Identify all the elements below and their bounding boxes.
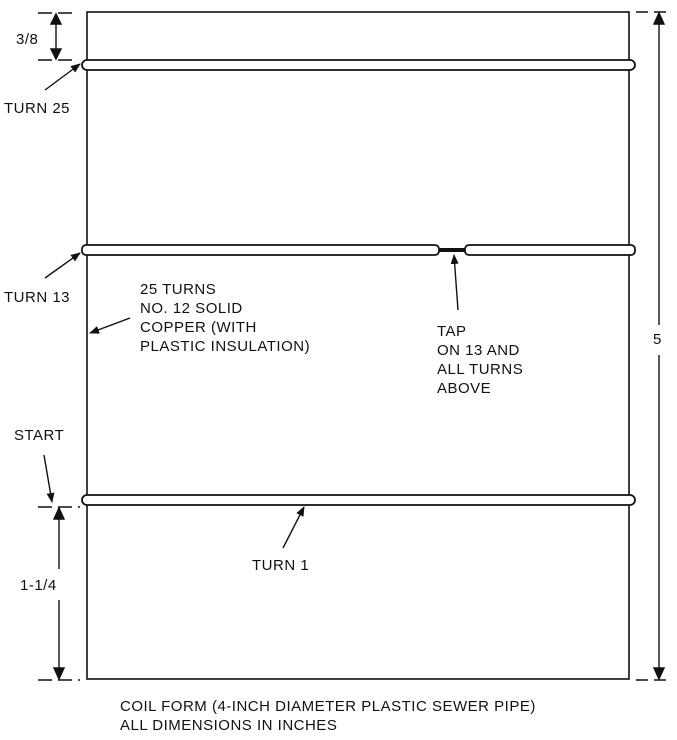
dimension-top-gap-label: 3/8 xyxy=(16,31,39,48)
turn13-leader xyxy=(44,252,81,279)
turn1-leader xyxy=(282,506,305,549)
tap-leader xyxy=(450,254,459,311)
tap-line3: ALL TURNS xyxy=(437,361,524,378)
wire-spec-line1: 25 TURNS xyxy=(140,281,217,298)
wire-spec-line2: NO. 12 SOLID xyxy=(140,300,243,317)
tap-line2: ON 13 AND xyxy=(437,342,520,359)
dimension-bottom-gap-label: 1-1/4 xyxy=(20,577,57,594)
wire-leader xyxy=(89,317,131,334)
tap-line1: TAP xyxy=(437,323,467,340)
wire-spec-line4: PLASTIC INSULATION) xyxy=(140,338,311,355)
dimension-bottom-gap xyxy=(38,506,80,681)
dimension-total-height-label: 5 xyxy=(653,331,662,348)
coil-form-pipe xyxy=(86,11,630,680)
wire-turn-1 xyxy=(81,494,636,506)
wire-turn-13 xyxy=(81,244,636,256)
wire-spec-line3: COPPER (WITH xyxy=(140,319,257,336)
caption-line1: COIL FORM (4-INCH DIAMETER PLASTIC SEWER… xyxy=(120,698,536,715)
tap-label: TAP ON 13 AND ALL TURNS ABOVE xyxy=(437,322,523,398)
dimension-top-gap xyxy=(38,12,78,61)
caption-line2: ALL DIMENSIONS IN INCHES xyxy=(120,717,338,734)
dimension-total-height xyxy=(636,11,670,681)
turn13-label: TURN 13 xyxy=(4,289,71,306)
wire-turn-25 xyxy=(81,59,636,71)
turn25-label: TURN 25 xyxy=(4,100,71,117)
turn1-label: TURN 1 xyxy=(252,557,310,574)
turn25-leader xyxy=(44,63,81,91)
wire-spec-label: 25 TURNS NO. 12 SOLID COPPER (WITH PLAST… xyxy=(140,280,310,356)
caption: COIL FORM (4-INCH DIAMETER PLASTIC SEWER… xyxy=(120,697,536,735)
tap-line4: ABOVE xyxy=(437,380,492,397)
start-label: START xyxy=(14,427,65,444)
start-leader xyxy=(43,454,55,503)
